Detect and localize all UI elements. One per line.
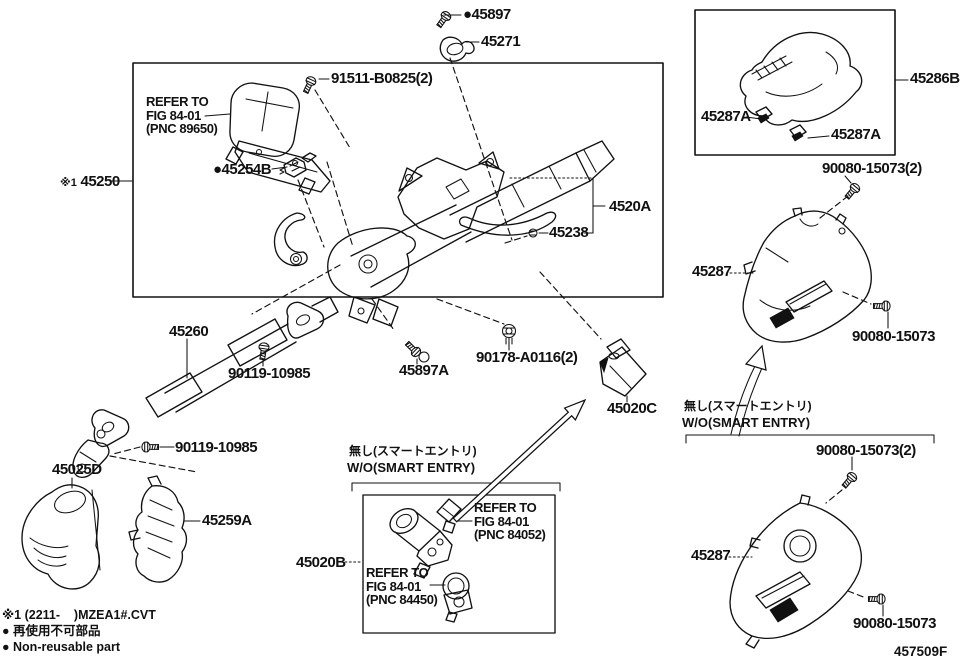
part-label-90119-1: 90119-10985	[228, 365, 311, 382]
part-label-90119-2: 90119-10985	[175, 439, 258, 456]
refer-note-89650: REFER TO FIG 84-01 (PNC 89650)	[146, 94, 218, 137]
bolt-91511	[300, 74, 318, 95]
part-label-45287-upper: 45287	[692, 263, 732, 280]
main-assembly-frame	[132, 9, 896, 634]
screw-90080-low2x	[839, 470, 859, 491]
intermediate-shaft-45260	[72, 296, 339, 479]
part-label-45260: 45260	[169, 323, 209, 340]
part-label-45287a-right: 45287A	[831, 126, 881, 143]
part-label-45020b: 45020B	[296, 554, 346, 571]
steering-column-assembly	[273, 140, 615, 327]
footnote-variant: ※1 (2211- )MZEA1#.CVT	[2, 608, 156, 622]
key-cylinder-45020c	[599, 338, 647, 397]
part-label-90178: 90178-A0116(2)	[476, 349, 578, 366]
part-label-45259a: 45259A	[202, 512, 252, 529]
part-label-45025d: 45025D	[52, 461, 102, 478]
smart-entry-note-jp-mid: 無し(スマートエントリ)	[349, 444, 477, 458]
upper-cover-45286b	[739, 31, 863, 142]
part-label-90080-2-top: 90080-15073(2)	[822, 160, 922, 177]
footnote-nonreusable-en: ● Non-reusable part	[2, 640, 120, 654]
part-label-91511: 91511-B0825(2)	[331, 70, 433, 87]
arrow-to-column	[452, 398, 587, 523]
part-label-45020c: 45020C	[607, 400, 657, 417]
bolt-90119-2	[141, 441, 160, 453]
part-label-45271: 45271	[481, 33, 521, 50]
key-set-bolt-45897	[434, 9, 475, 62]
part-label-45897a: 45897A	[399, 362, 449, 379]
contact-plate-45254b	[279, 152, 317, 178]
smart-entry-note-en-mid: W/O(SMART ENTRY)	[347, 460, 476, 475]
part-label-45287-lower: 45287	[691, 547, 731, 564]
note-ref-mark: ※1	[60, 177, 77, 189]
figure-code: 457509F	[894, 644, 948, 659]
part-label-45254b: ●45254B	[213, 161, 272, 178]
part-label-45287a-left: 45287A	[701, 108, 751, 125]
part-label-90080-lower: 90080-15073	[853, 615, 936, 632]
part-label-90080-upper: 90080-15073	[852, 328, 935, 345]
ignition-lock-parts	[389, 498, 473, 623]
screw-45897a-nut	[418, 351, 430, 363]
refer-note-84052: REFER TO FIG 84-01 (PNC 84052)	[474, 500, 546, 543]
part-label-90080-2-low: 90080-15073(2)	[816, 442, 916, 459]
arrow-to-cover	[730, 344, 767, 437]
smart-entry-note-jp-right: 無し(スマートエントリ)	[684, 399, 812, 413]
cover-45259a	[128, 475, 188, 583]
part-label-45286b: 45286B	[910, 70, 960, 87]
screw-90080-mid	[872, 300, 891, 312]
alignment-dashes	[109, 57, 872, 599]
column-hole-cover-45025d	[21, 484, 101, 590]
smart-entry-note-en-right: W/O(SMART ENTRY)	[682, 415, 811, 430]
ecu-refer-part	[225, 82, 331, 195]
part-label-45250: ※1 45250	[60, 173, 120, 190]
bolt-45238	[525, 228, 538, 238]
footnote-nonreusable-jp: ● 再使用不可部品	[2, 624, 101, 638]
leader-lines	[71, 14, 935, 617]
screw-90080-low	[867, 593, 886, 605]
clip-45287a-left	[755, 106, 773, 124]
refer-note-84450: REFER TO FIG 84-01 (PNC 84450)	[366, 565, 438, 608]
clip-45287a-right	[789, 124, 807, 142]
part-label-45238: 45238	[549, 224, 589, 241]
direction-arrows	[452, 344, 767, 523]
part-label-4520a: 4520A	[609, 198, 651, 215]
column-upper-cover-45287	[742, 207, 872, 343]
part-label-45897: ●45897	[463, 6, 511, 23]
column-lower-cover-45287	[729, 494, 863, 649]
